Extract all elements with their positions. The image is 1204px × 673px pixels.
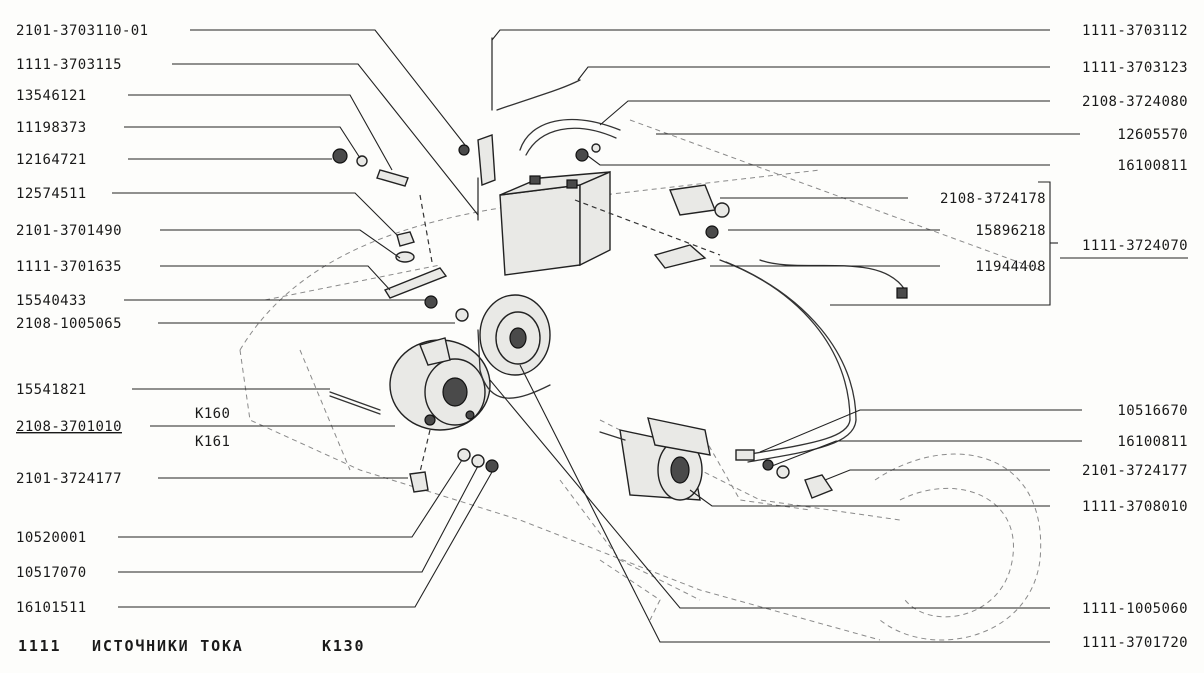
callout-label: 16100811 [1117, 158, 1188, 174]
callout-label: 15541821 [16, 382, 87, 398]
callout-label: 2101-3701490 [16, 223, 122, 239]
battery-clamp [458, 37, 581, 221]
assembly-label: 1111-3724070 [1082, 238, 1188, 254]
callout-label: 1111-3703123 [1082, 60, 1188, 76]
callout-label: 10520001 [16, 530, 87, 546]
assembly-bracket [830, 181, 1188, 306]
starter-motor [599, 417, 834, 501]
callout-label: 2101-3703110-01 [16, 23, 148, 39]
left-leader-lines [112, 29, 493, 608]
callout-label: 10516670 [1117, 403, 1188, 419]
footer-title: 1111 ИСТОЧНИКИ ТОКА K130 [18, 637, 365, 655]
callout-label: 16101511 [16, 600, 87, 616]
callout-label: 2108-1005065 [16, 316, 122, 332]
callout-label: 1111-3701720 [1082, 635, 1188, 651]
callout-label: 2108-3724178 [940, 191, 1046, 207]
variant-label: K160 [195, 406, 230, 422]
battery-cable [519, 118, 621, 162]
callout-label: 12574511 [16, 186, 87, 202]
battery [499, 170, 611, 276]
callout-label: 12164721 [16, 152, 87, 168]
callout-label: 10517070 [16, 565, 87, 581]
callout-label: 13546121 [16, 88, 87, 104]
footer-section: ИСТОЧНИКИ ТОКА [92, 637, 244, 655]
callout-label: 16100811 [1117, 434, 1188, 450]
starter-cable [735, 419, 857, 463]
callout-label: 1111-1005060 [1082, 601, 1188, 617]
callout-label: 1111-3703115 [16, 57, 122, 73]
alternator [329, 337, 491, 431]
callout-label: 2108-3724080 [1082, 94, 1188, 110]
right-label-column: 1111-3703112 1111-3703123 2108-3724080 1… [1082, 23, 1188, 651]
left-label-column: 2101-3703110-01 1111-3703115 13546121 11… [16, 23, 148, 616]
callout-label: 1111-3701635 [16, 259, 122, 275]
variant-label: K161 [195, 434, 230, 450]
variant-labels: K160 K161 [195, 406, 230, 450]
footer-model: 1111 [18, 637, 61, 655]
callout-label: 15540433 [16, 293, 87, 309]
callout-label: 11198373 [16, 120, 87, 136]
footer-code: K130 [322, 637, 365, 655]
callout-label: 1111-3708010 [1082, 499, 1188, 515]
callout-label: 1111-3703112 [1082, 23, 1188, 39]
callout-label-underlined: 2108-3701010 [16, 419, 122, 435]
callout-label: 15896218 [975, 223, 1046, 239]
pulley-belt [477, 294, 551, 399]
relay-box [574, 184, 908, 421]
callout-label: 2101-3724177 [1082, 463, 1188, 479]
tension-bracket-hardware [332, 148, 499, 493]
callout-label: 2101-3724177 [16, 471, 122, 487]
callout-label: 11944408 [975, 259, 1046, 275]
inner-label-column: 2108-3724178 15896218 11944408 [940, 191, 1046, 275]
right-leader-lines [489, 29, 1082, 643]
callout-label: 12605570 [1117, 127, 1188, 143]
